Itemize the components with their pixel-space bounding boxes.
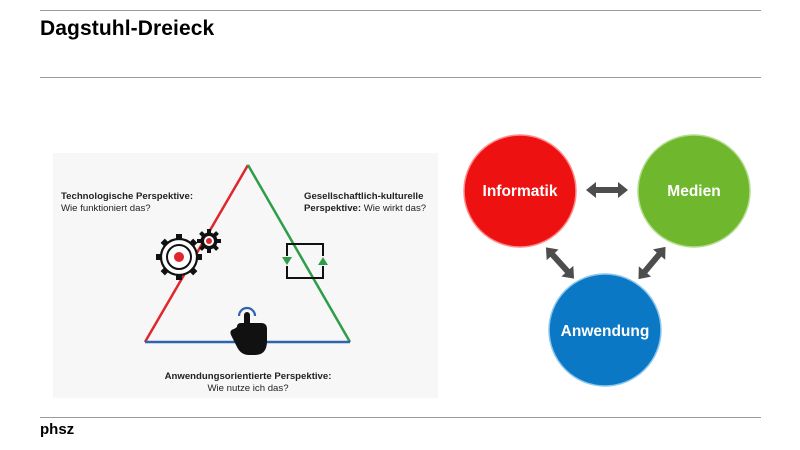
footer-rule <box>40 417 761 418</box>
circles-graphic: Informatik Medien Anwendung <box>463 134 751 387</box>
cycle-arrows-icon <box>281 243 329 279</box>
arrow-informatik-medien <box>586 182 628 198</box>
informatik-medien-anwendung-diagram: Informatik Medien Anwendung <box>450 120 770 400</box>
dagstuhl-triangle-figure: Technologische Perspektive: Wie funktion… <box>53 153 438 398</box>
application-heading: Anwendungsorientierte Perspektive: <box>164 371 332 382</box>
informatik-circle <box>463 134 577 248</box>
technological-question: Wie funktioniert das? <box>61 202 151 214</box>
top-rule <box>40 10 761 11</box>
medien-label: Medien <box>667 183 720 200</box>
anwendung-circle <box>548 273 662 387</box>
page-title: Dagstuhl-Dreieck <box>40 17 215 40</box>
societal-question: Wie wirkt das? <box>363 202 427 214</box>
title-underline <box>40 77 761 78</box>
footer-logo: phsz <box>40 421 75 438</box>
application-perspective-label: Anwendungsorientierte Perspektive: Wie n… <box>53 371 443 394</box>
anwendung-label: Anwendung <box>561 323 650 340</box>
societal-heading-line2: Perspektive: <box>304 202 362 214</box>
right-edge-society <box>246 164 352 343</box>
triangle-graphic <box>143 164 352 355</box>
touch-hand-icon <box>230 306 267 355</box>
technological-heading: Technologische Perspektive: <box>61 191 194 202</box>
medien-circle <box>637 134 751 248</box>
gears-icon <box>156 229 221 280</box>
arrow-medien-anwendung <box>638 246 666 280</box>
societal-heading-line1: Gesellschaftlich-kulturelle <box>304 191 424 202</box>
arrow-informatik-anwendung <box>545 247 575 279</box>
informatik-label: Informatik <box>483 183 558 200</box>
technological-perspective-label: Technologische Perspektive: Wie funktion… <box>61 191 193 214</box>
application-question: Wie nutze ich das? <box>207 382 289 394</box>
societal-perspective-label: Gesellschaftlich-kulturelle Perspektive:… <box>304 191 426 214</box>
